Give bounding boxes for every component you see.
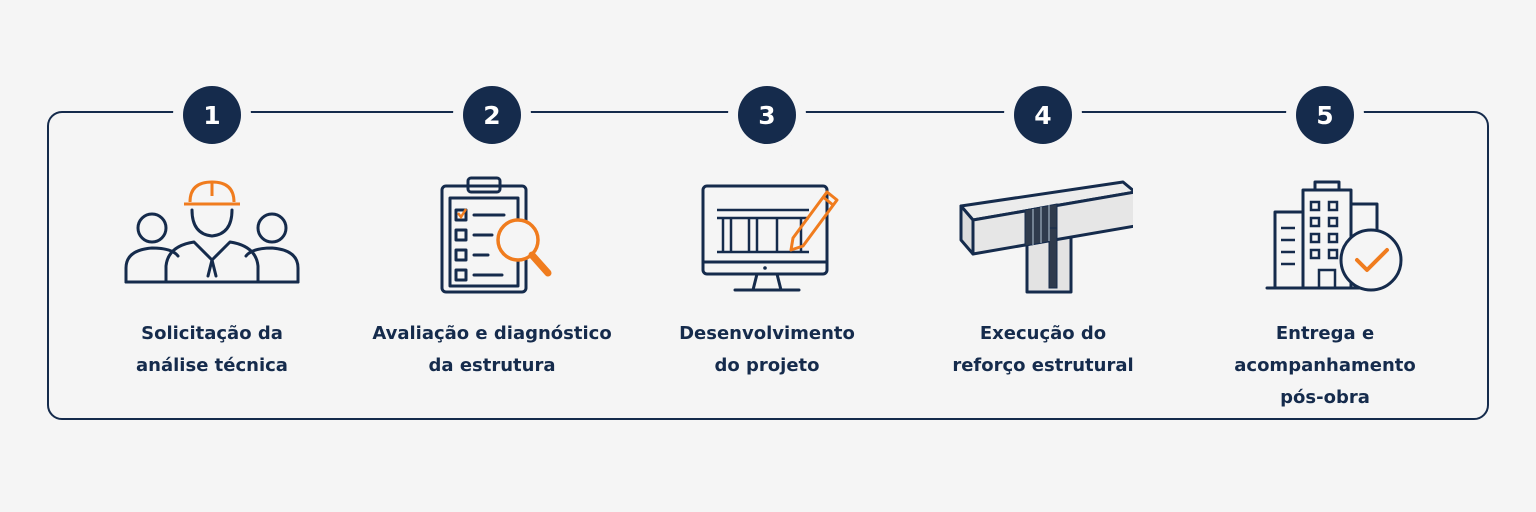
step-label-line-2: reforço estrutural (952, 355, 1134, 376)
step-number-badge: 1 (183, 86, 241, 144)
step-label: Execução do reforço estrutural (908, 318, 1178, 382)
step-label-line-1: Execução do (979, 323, 1107, 344)
step-label: Desenvolvimento do projeto (632, 318, 902, 382)
step-label: Avaliação e diagnóstico da estrutura (357, 318, 627, 382)
team-engineer-icon (124, 180, 300, 284)
step-label-line-1: Solicitação da (141, 323, 283, 344)
step-label-line-1: Entrega e acompanhamento (1234, 323, 1416, 376)
step-4: 4 Execução do reforço e (908, 86, 1178, 396)
reinforced-beam-icon (959, 180, 1133, 294)
step-label-line-2: análise técnica (136, 355, 288, 376)
step-label-line-1: Desenvolvimento (679, 323, 855, 344)
step-label-line-1: Avaliação e diagnóstico (372, 323, 612, 344)
step-label: Entrega e acompanhamento pós-obra (1190, 318, 1460, 414)
step-label-line-2: pós-obra (1280, 387, 1370, 408)
step-number-badge: 4 (1014, 86, 1072, 144)
step-label: Solicitação da análise técnica (77, 318, 347, 382)
monitor-blueprint-icon (701, 184, 839, 292)
step-number-badge: 3 (738, 86, 796, 144)
step-number-badge: 5 (1296, 86, 1354, 144)
step-5: 5 (1190, 86, 1460, 408)
step-2: 2 Avaliação e diagnóstico (357, 86, 627, 396)
clipboard-magnifier-icon (440, 176, 552, 294)
step-number-badge: 2 (463, 86, 521, 144)
step-3: 3 (632, 86, 902, 396)
step-label-line-2: da estrutura (428, 355, 556, 376)
building-check-icon (1265, 180, 1403, 292)
step-label-line-2: do projeto (714, 355, 820, 376)
step-1: 1 Solicitação da an (77, 86, 347, 396)
